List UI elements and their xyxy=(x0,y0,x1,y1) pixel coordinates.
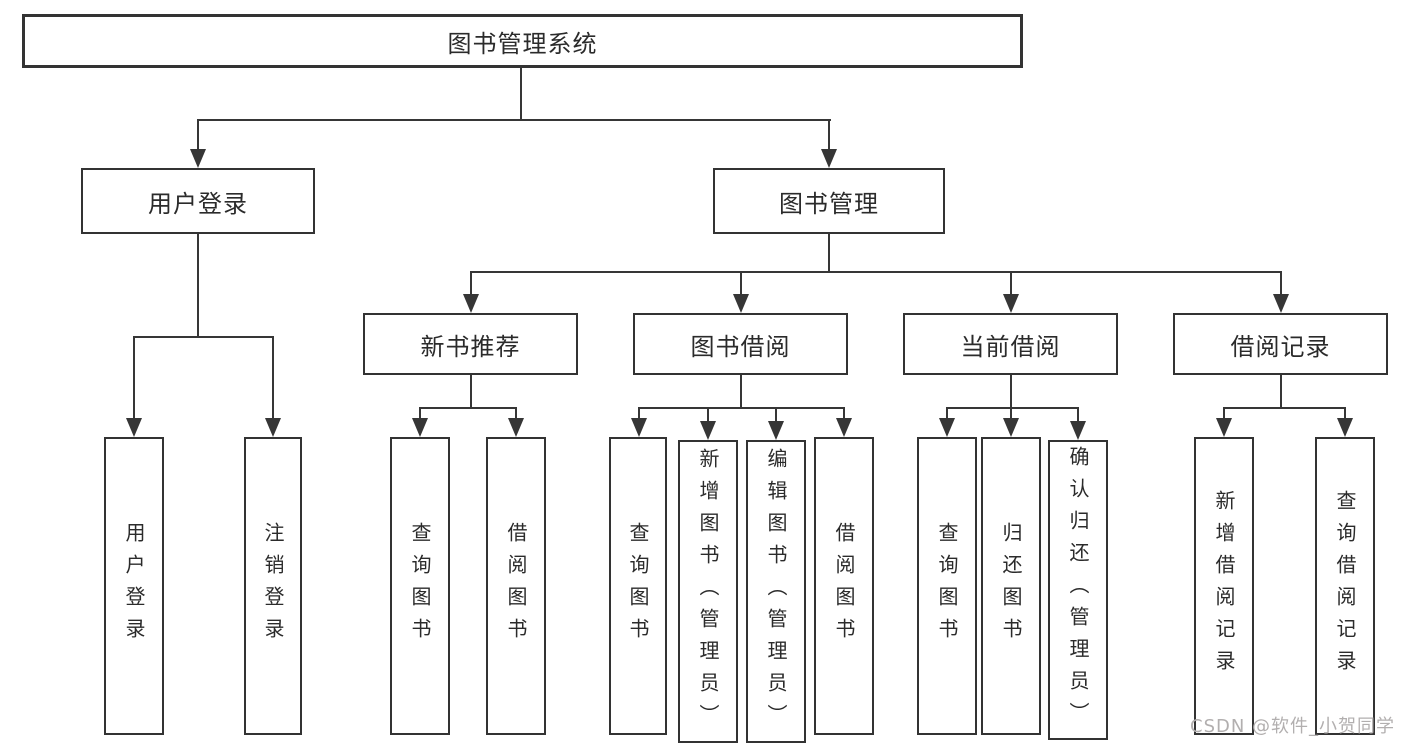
connector-line xyxy=(1223,407,1346,409)
arrow-down-icon xyxy=(508,418,524,437)
node-label: 查询图书 xyxy=(935,522,959,650)
node-book-borrow: 图书借阅 xyxy=(633,313,848,375)
node-label: 编辑图书（管理员） xyxy=(764,447,788,736)
arrow-down-icon xyxy=(1216,418,1232,437)
node-borrow-records: 借阅记录 xyxy=(1173,313,1388,375)
connector-line xyxy=(775,407,777,424)
connector-line xyxy=(515,407,517,422)
arrow-down-icon xyxy=(1337,418,1353,437)
node-label: 查询图书 xyxy=(626,522,650,650)
node-leaf-borrow-book-bor: 借阅图书 xyxy=(814,437,874,735)
connector-line xyxy=(828,234,830,271)
node-current-borrow: 当前借阅 xyxy=(903,313,1118,375)
node-label: 用户登录 xyxy=(148,189,248,218)
node-leaf-query-book-cur: 查询图书 xyxy=(917,437,977,735)
node-book-management: 图书管理 xyxy=(713,168,945,234)
connector-line xyxy=(638,407,640,422)
connector-line xyxy=(520,68,522,119)
connector-line xyxy=(1280,375,1282,407)
node-leaf-user-login: 用户登录 xyxy=(104,437,164,735)
node-leaf-query-record: 查询借阅记录 xyxy=(1315,437,1375,735)
connector-line xyxy=(946,407,1079,409)
node-label: 用户登录 xyxy=(122,522,146,650)
connector-line xyxy=(828,119,830,154)
node-label: 新增借阅记录 xyxy=(1212,490,1236,682)
connector-line xyxy=(740,271,742,299)
arrow-down-icon xyxy=(836,418,852,437)
connector-line xyxy=(707,407,709,424)
node-leaf-borrow-book-rec: 借阅图书 xyxy=(486,437,546,735)
arrow-down-icon xyxy=(126,418,142,437)
arrow-down-icon xyxy=(821,149,837,168)
connector-line xyxy=(419,407,421,422)
arrow-down-icon xyxy=(733,294,749,313)
node-label: 确认归还（管理员） xyxy=(1066,446,1090,734)
connector-line xyxy=(638,407,845,409)
node-label: 图书管理系统 xyxy=(447,29,598,58)
node-label: 归还图书 xyxy=(999,522,1023,650)
node-leaf-query-book-rec: 查询图书 xyxy=(390,437,450,735)
node-label: 图书借阅 xyxy=(690,332,791,361)
csdn-watermark: CSDN @软件_小贺同学 xyxy=(1190,716,1396,737)
arrow-down-icon xyxy=(1003,294,1019,313)
connector-line xyxy=(197,119,199,154)
connector-line xyxy=(470,271,1282,273)
connector-line xyxy=(197,119,831,121)
connector-line xyxy=(470,271,472,299)
connector-line xyxy=(197,234,199,336)
node-label: 借阅图书 xyxy=(832,522,856,650)
arrow-down-icon xyxy=(939,418,955,437)
connector-line xyxy=(1223,407,1225,422)
arrow-down-icon xyxy=(631,418,647,437)
connector-line xyxy=(1344,407,1346,422)
node-new-book-recommend: 新书推荐 xyxy=(363,313,578,375)
node-label: 查询图书 xyxy=(408,522,432,650)
connector-line xyxy=(133,336,274,338)
node-label: 借阅记录 xyxy=(1230,332,1331,361)
connector-line xyxy=(1010,407,1012,422)
arrow-down-icon xyxy=(190,149,206,168)
connector-line xyxy=(1280,271,1282,299)
node-label: 新增图书（管理员） xyxy=(696,447,720,736)
arrow-down-icon xyxy=(412,418,428,437)
arrow-down-icon xyxy=(700,421,716,440)
connector-line xyxy=(133,336,135,420)
node-root: 图书管理系统 xyxy=(22,14,1023,68)
arrow-down-icon xyxy=(1003,418,1019,437)
connector-line xyxy=(1077,407,1079,424)
connector-line xyxy=(1010,271,1012,299)
node-leaf-add-record: 新增借阅记录 xyxy=(1194,437,1254,735)
connector-line xyxy=(470,375,472,407)
node-label: 注销登录 xyxy=(261,522,285,650)
arrow-down-icon xyxy=(463,294,479,313)
node-leaf-logout: 注销登录 xyxy=(244,437,302,735)
connector-line xyxy=(419,407,517,409)
node-user-login: 用户登录 xyxy=(81,168,315,234)
connector-line xyxy=(1010,375,1012,407)
arrow-down-icon xyxy=(1273,294,1289,313)
arrow-down-icon xyxy=(1070,421,1086,440)
arrow-down-icon xyxy=(265,418,281,437)
node-label: 借阅图书 xyxy=(504,522,528,650)
node-label: 查询借阅记录 xyxy=(1333,490,1357,682)
connector-line xyxy=(843,407,845,422)
node-leaf-edit-book-admin: 编辑图书（管理员） xyxy=(746,440,806,743)
node-leaf-add-book-admin: 新增图书（管理员） xyxy=(678,440,738,743)
node-leaf-return-book: 归还图书 xyxy=(981,437,1041,735)
node-leaf-query-book-bor: 查询图书 xyxy=(609,437,667,735)
node-label: 图书管理 xyxy=(779,189,879,218)
connector-line xyxy=(272,336,274,420)
node-label: 新书推荐 xyxy=(420,332,521,361)
arrow-down-icon xyxy=(768,421,784,440)
node-label: 当前借阅 xyxy=(960,332,1061,361)
connector-line xyxy=(946,407,948,422)
connector-line xyxy=(740,375,742,407)
node-leaf-confirm-return: 确认归还（管理员） xyxy=(1048,440,1108,740)
